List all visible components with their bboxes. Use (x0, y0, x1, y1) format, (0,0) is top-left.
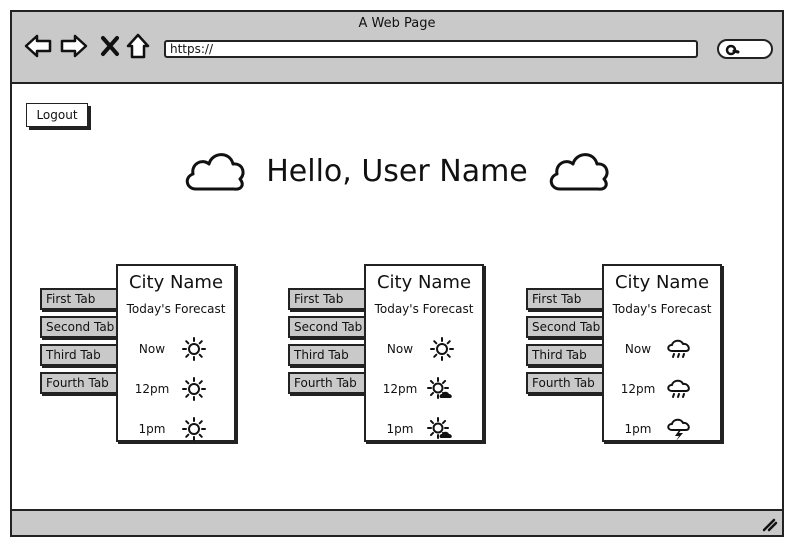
tab-first[interactable]: First Tab (40, 288, 120, 310)
status-bar (12, 509, 782, 535)
tab-third[interactable]: Third Tab (40, 344, 120, 366)
rain-icon (667, 339, 690, 358)
thunderstorm-icon (667, 418, 690, 441)
tab-second[interactable]: Second Tab (526, 316, 606, 338)
rain-icon (667, 379, 690, 398)
browser-window: A Web Page https:// (10, 10, 784, 537)
forecast-row: 1pm (366, 414, 482, 444)
tab-third[interactable]: Third Tab (288, 344, 368, 366)
sun-icon (430, 337, 454, 361)
search-box[interactable] (717, 39, 773, 59)
tab-third[interactable]: Third Tab (526, 344, 606, 366)
forecast-row: Now (366, 334, 482, 364)
tab-fourth[interactable]: Fourth Tab (526, 372, 606, 394)
forecast-time: Now (624, 342, 652, 356)
logout-button[interactable]: Logout (26, 103, 88, 127)
forecast-time: 12pm (134, 382, 170, 396)
stop-button[interactable] (96, 32, 124, 60)
city-name: City Name (128, 272, 224, 293)
sun-icon (182, 377, 206, 401)
tab-fourth[interactable]: Fourth Tab (40, 372, 120, 394)
partly-cloudy-icon (427, 417, 452, 439)
address-bar[interactable]: https:// (164, 40, 698, 58)
greeting-text: Hello, User Name (266, 153, 528, 189)
close-icon (101, 36, 119, 56)
sun-icon (182, 337, 206, 361)
back-button[interactable] (24, 32, 52, 60)
city-name: City Name (376, 272, 472, 293)
forecast-label: Today's Forecast (374, 302, 474, 316)
forecast-row: 1pm (118, 414, 234, 444)
search-icon (725, 44, 740, 56)
forecast-row: 1pm (604, 414, 720, 444)
tab-first[interactable]: First Tab (526, 288, 606, 310)
forecast-label: Today's Forecast (612, 302, 712, 316)
forecast-time: 1pm (386, 422, 414, 436)
resize-grip-icon[interactable] (760, 514, 778, 532)
forecast-row: Now (118, 334, 234, 364)
sun-icon (182, 417, 206, 441)
forecast-time: 12pm (382, 382, 418, 396)
tab-first[interactable]: First Tab (288, 288, 368, 310)
cloud-icon (186, 153, 245, 191)
partly-cloudy-icon (427, 377, 452, 399)
city-name: City Name (614, 272, 710, 293)
home-button[interactable] (124, 32, 152, 60)
forecast-time: Now (138, 342, 166, 356)
home-icon (126, 33, 150, 59)
forecast-row: Now (604, 334, 720, 364)
window-title: A Web Page (358, 16, 436, 31)
forward-button[interactable] (60, 32, 88, 60)
forecast-label: Today's Forecast (126, 302, 226, 316)
forecast-row: 12pm (604, 374, 720, 404)
forecast-time: 12pm (620, 382, 656, 396)
forward-arrow-icon (60, 34, 88, 58)
tab-second[interactable]: Second Tab (288, 316, 368, 338)
back-arrow-icon (24, 34, 52, 58)
forecast-row: 12pm (366, 374, 482, 404)
forecast-time: 1pm (624, 422, 652, 436)
forecast-row: 12pm (118, 374, 234, 404)
greeting-banner: Hello, User Name (12, 146, 782, 196)
forecast-time: 1pm (138, 422, 166, 436)
browser-chrome: A Web Page https:// (12, 12, 782, 84)
forecast-time: Now (386, 342, 414, 356)
tab-fourth[interactable]: Fourth Tab (288, 372, 368, 394)
tab-second[interactable]: Second Tab (40, 316, 120, 338)
cloud-icon (549, 153, 609, 191)
